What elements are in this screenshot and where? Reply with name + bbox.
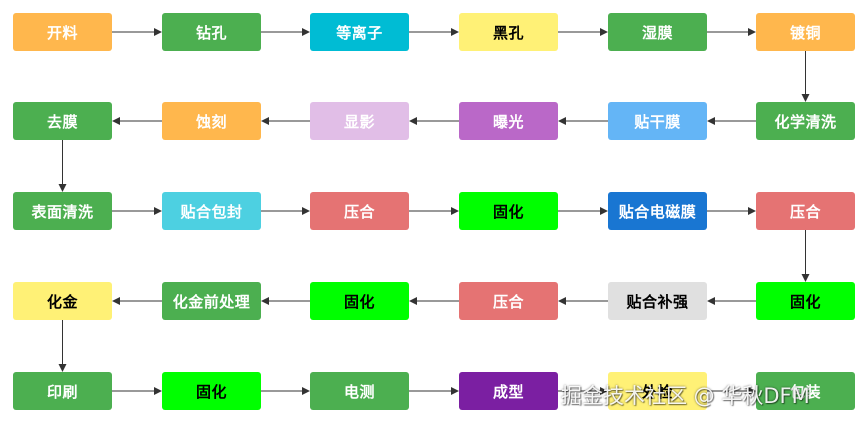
process-step-node: 化金: [13, 282, 112, 320]
process-step-node: 去膜: [13, 102, 112, 140]
process-step-node: 压合: [310, 192, 409, 230]
process-step-node: 显影: [310, 102, 409, 140]
process-step-node: 黑孔: [459, 13, 558, 51]
process-step-node: 固化: [756, 282, 855, 320]
process-step-node: 包装: [756, 372, 855, 410]
watermark-text: 掘金技术社区 @ 华秋DFM: [561, 384, 810, 408]
process-step-node: 贴合包封: [162, 192, 261, 230]
process-step-node: 湿膜: [608, 13, 707, 51]
process-step-node: 电测: [310, 372, 409, 410]
process-step-node: 等离子: [310, 13, 409, 51]
process-step-node: 成型: [459, 372, 558, 410]
process-step-node: 固化: [459, 192, 558, 230]
process-step-node: 蚀刻: [162, 102, 261, 140]
process-step-node: 表面清洗: [13, 192, 112, 230]
process-step-node: 印刷: [13, 372, 112, 410]
process-step-node: 化学清洗: [756, 102, 855, 140]
process-step-node: 外检: [608, 372, 707, 410]
process-step-node: 贴合补强: [608, 282, 707, 320]
process-step-node: 压合: [756, 192, 855, 230]
process-step-node: 开料: [13, 13, 112, 51]
process-step-node: 镀铜: [756, 13, 855, 51]
process-step-node: 化金前处理: [162, 282, 261, 320]
process-step-node: 压合: [459, 282, 558, 320]
process-step-node: 固化: [310, 282, 409, 320]
process-step-node: 曝光: [459, 102, 558, 140]
process-step-node: 固化: [162, 372, 261, 410]
process-step-node: 贴干膜: [608, 102, 707, 140]
process-step-node: 贴合电磁膜: [608, 192, 707, 230]
process-step-node: 钻孔: [162, 13, 261, 51]
